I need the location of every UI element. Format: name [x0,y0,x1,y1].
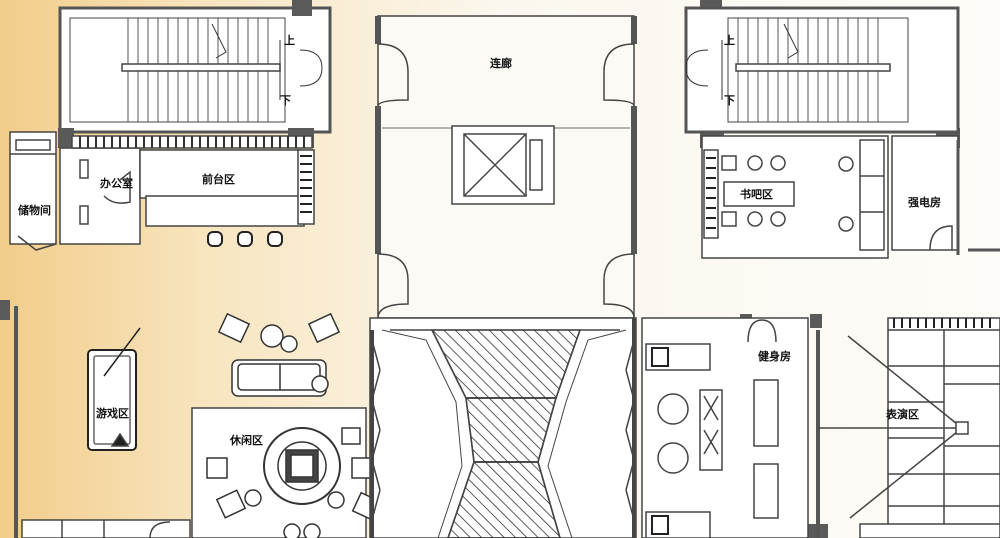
stair-right-down-label: 下 [724,94,735,107]
storage-label: 储物间 [18,203,51,217]
bottom-left-walls [21,519,191,538]
front-desk-label: 前台区 [202,172,235,186]
performance-label: 表演区 [885,407,919,421]
book-bar-label: 书吧区 [740,187,773,201]
atrium-void [369,317,637,538]
stair-left [58,6,332,134]
front-desk-area [71,135,315,247]
corridor-label: 连廊 [490,56,512,70]
office-room [59,147,141,245]
storage-room [9,131,57,251]
power-room [891,135,1000,255]
book-bar-room [701,135,889,259]
corridor [375,15,637,319]
stair-right [684,6,960,134]
performance-area [816,317,1000,538]
stair-left-up-label: 上 [284,33,295,47]
lounge-area [191,312,381,538]
game-label: 游戏区 [96,406,129,420]
stair-right-up-label: 上 [724,33,735,47]
gym-label: 健身房 [758,349,791,363]
game-area [14,306,141,538]
gym-room [641,317,809,538]
lounge-label: 休闲区 [229,433,263,447]
stair-left-down-label: 下 [280,94,291,107]
power-room-label: 强电房 [908,195,941,209]
office-label: 办公室 [100,176,133,190]
